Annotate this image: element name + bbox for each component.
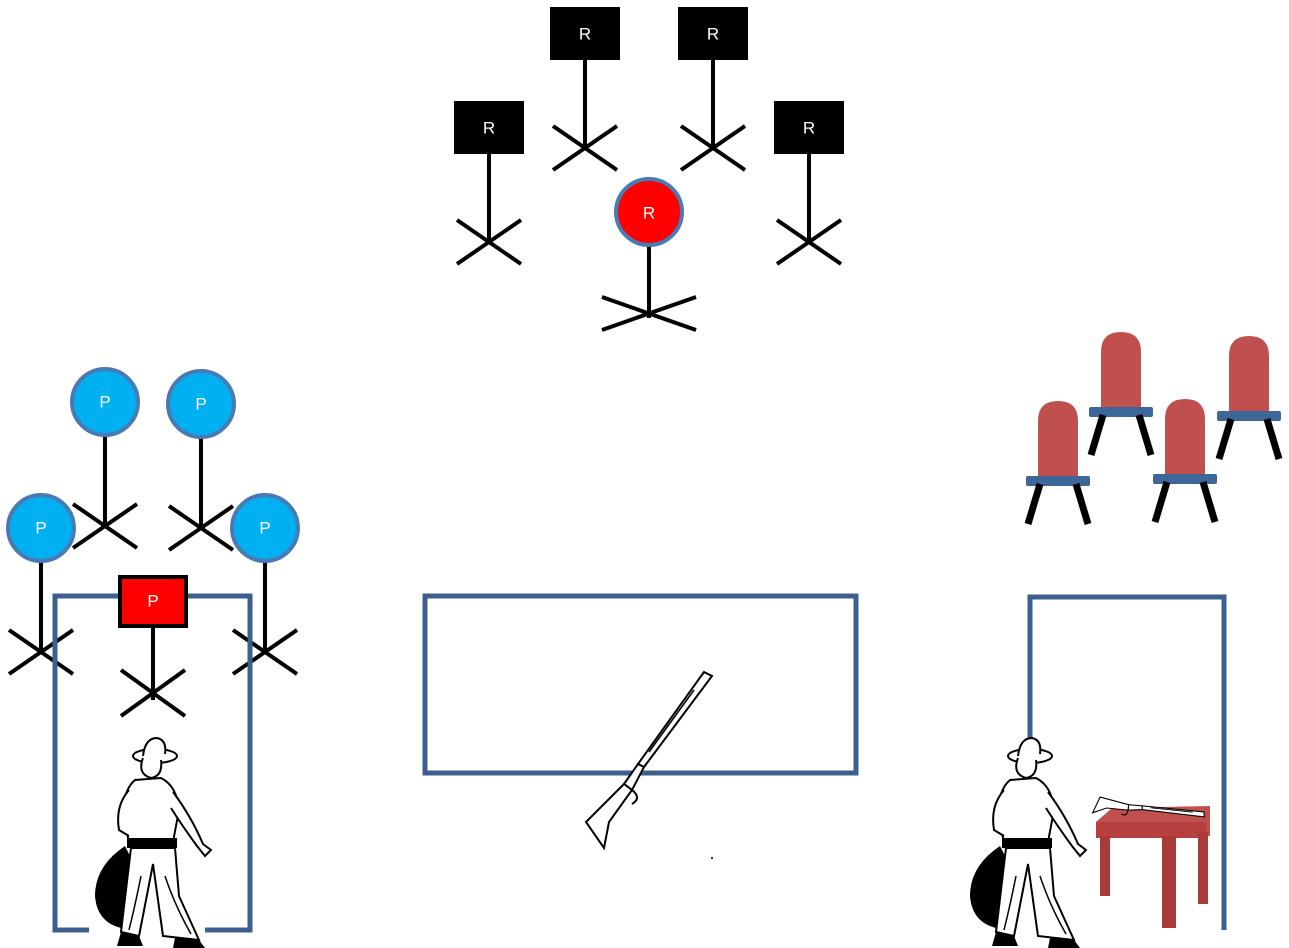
- rifle-target: R: [678, 7, 748, 170]
- cowboy-shooter-icon: [95, 738, 211, 948]
- pistol-target-label: P: [259, 519, 270, 538]
- pistol-target: P: [232, 495, 298, 674]
- rifle-target-label: R: [643, 204, 655, 223]
- dot-mark: [711, 857, 713, 859]
- pistol-target-label: P: [35, 519, 46, 538]
- chair-icon: [1153, 399, 1217, 522]
- rifle-target-group: R R R R R: [454, 7, 844, 330]
- table-icon: [1096, 806, 1210, 928]
- cowboy-shooter-icon: [970, 738, 1086, 948]
- chair-group: [1026, 332, 1281, 524]
- pistol-target-special: P: [120, 577, 186, 716]
- chair-icon: [1089, 332, 1153, 455]
- rifle-target: R: [550, 7, 620, 170]
- rifle-table-box: [425, 596, 856, 773]
- rifle-icon: [586, 672, 712, 848]
- chair-icon: [1217, 336, 1281, 459]
- pistol-target: P: [168, 371, 234, 550]
- rifle-target-label: R: [579, 25, 591, 44]
- rifle-target-label: R: [483, 119, 495, 138]
- chair-icon: [1026, 401, 1090, 524]
- pistol-target-label: P: [99, 393, 110, 412]
- right-shooting-box: [1030, 597, 1224, 930]
- pistol-target: P: [72, 369, 138, 548]
- rifle-target: R: [454, 101, 524, 264]
- pistol-target: P: [8, 495, 74, 674]
- rifle-target-special: R: [602, 179, 696, 330]
- pistol-target-label: P: [147, 592, 158, 611]
- rifle-target-label: R: [707, 25, 719, 44]
- rifle-target-label: R: [803, 119, 815, 138]
- rifle-target: R: [774, 101, 844, 264]
- pistol-target-label: P: [195, 395, 206, 414]
